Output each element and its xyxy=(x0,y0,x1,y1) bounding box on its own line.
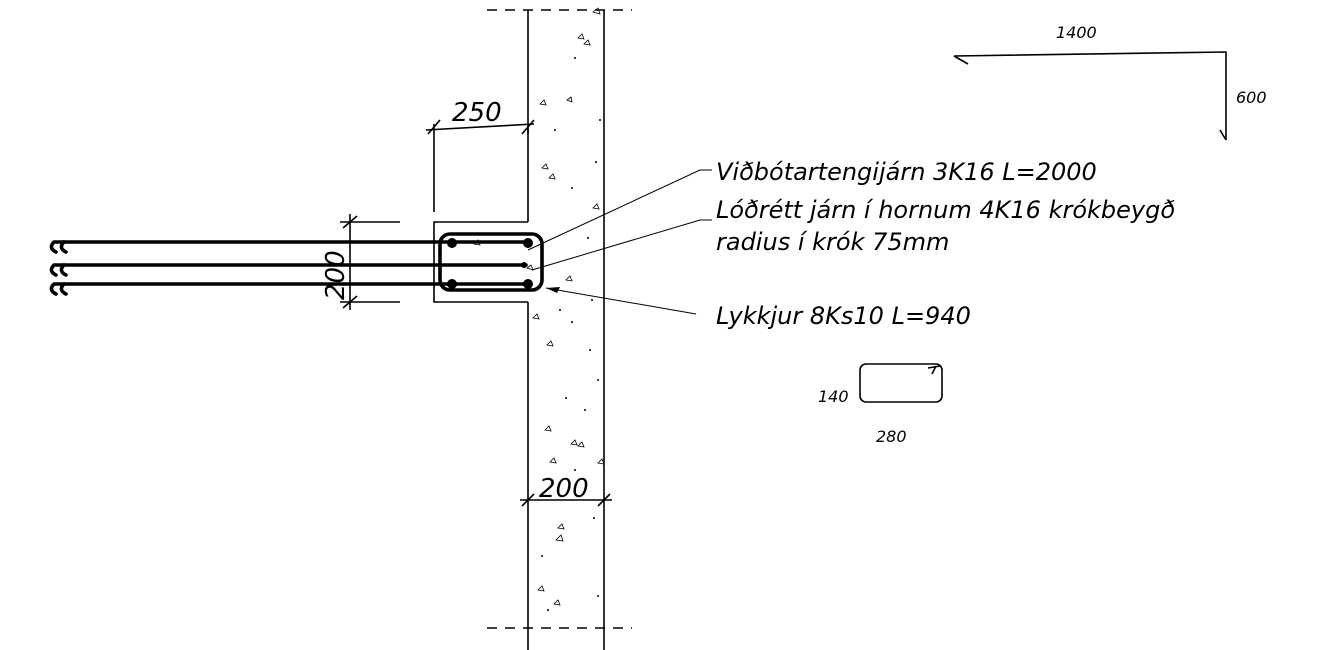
dowel-shape-hook: 600 xyxy=(1236,88,1267,107)
dowel-hook-top xyxy=(59,240,68,254)
stirrup-shape-width: 280 xyxy=(876,427,907,446)
dimension-250: 250 xyxy=(425,98,535,212)
dim-column-depth: 200 xyxy=(321,250,351,300)
dimension-200-vertical: 200 xyxy=(321,214,400,310)
callout-corner-bars-line2: radius í krók 75mm xyxy=(716,228,949,256)
dim-wall-thickness: 200 xyxy=(539,474,589,504)
leader-stirrups-arrow xyxy=(546,287,560,293)
column-stub xyxy=(433,221,528,303)
dimension-200-wall: 200 xyxy=(520,474,612,507)
column-outline xyxy=(433,221,528,303)
bar-shape-stirrup: 140 280 xyxy=(818,363,943,446)
stirrup-shape-height: 140 xyxy=(818,387,849,406)
dowel-bar-bottom xyxy=(49,282,528,296)
corner-bar-top-right xyxy=(523,238,533,248)
stirrup-loop xyxy=(438,232,544,292)
dim-flange-width: 250 xyxy=(452,98,502,128)
dowel-hook-bottom xyxy=(59,282,68,296)
dowel-bars xyxy=(49,240,528,296)
corner-bar-top-left xyxy=(447,238,457,248)
corner-bars xyxy=(447,238,533,289)
stirrup xyxy=(438,232,544,292)
corner-bar-bottom-left xyxy=(447,279,457,289)
dowel-bar-middle xyxy=(49,263,528,277)
dowel-shape-line xyxy=(953,51,1227,140)
callout-corner-bars-line1: Lóðrétt járn í hornum 4K16 krókbeygð xyxy=(716,196,1175,224)
dowel-end-marker xyxy=(521,262,527,268)
corner-bar-bottom-right xyxy=(523,279,533,289)
dowel-shape-length: 1400 xyxy=(1056,23,1097,42)
dowel-hook-middle xyxy=(59,263,68,277)
concrete-wall xyxy=(487,9,632,650)
bar-shape-dowel: 1400 600 xyxy=(953,23,1267,141)
callout-dowel: Viðbótartengijárn 3K16 L=2000 xyxy=(716,158,1097,186)
leader-dowel xyxy=(527,169,712,251)
leader-corner-bars xyxy=(531,219,712,271)
leader-lines xyxy=(527,169,712,315)
stirrup-shape-rect xyxy=(859,363,943,403)
dowel-bar-top xyxy=(49,240,528,254)
leader-stirrups xyxy=(545,287,697,315)
callout-stirrups: Lykkjur 8Ks10 L=940 xyxy=(716,302,971,330)
